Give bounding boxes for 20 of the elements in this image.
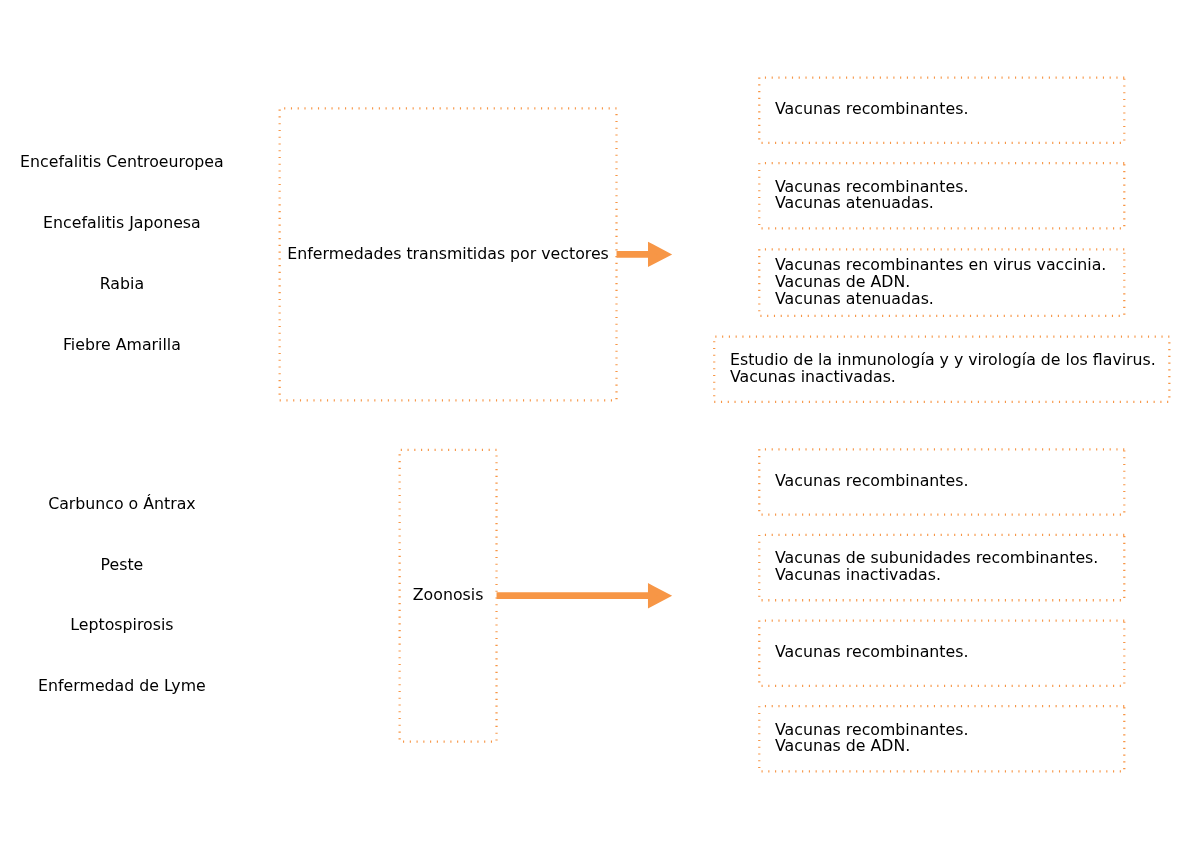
node-box: Enfermedades transmitidas por vectores xyxy=(278,107,618,402)
arrow xyxy=(496,583,673,609)
label: Peste xyxy=(100,554,144,574)
node-box: Vacunas recombinantes. xyxy=(758,619,1126,687)
node-box: Estudio de la inmunología y y virología de los flavirus. Vacunas inactivadas. xyxy=(713,335,1171,404)
label: Enfermedad de Lyme xyxy=(38,676,206,696)
node-box: Vacunas recombinantes. xyxy=(758,76,1126,144)
label: Encefalitis Japonesa xyxy=(43,213,201,233)
node-box: Zoonosis xyxy=(398,448,498,743)
label: Leptospirosis xyxy=(70,615,174,635)
label: Carbunco o Ántrax xyxy=(48,493,196,513)
label: Rabia xyxy=(99,273,145,293)
node-box: Vacunas de subunidades recombinantes. Vacunas inactivadas. xyxy=(758,533,1126,602)
node-box: Vacunas recombinantes en virus vaccinia. Vacunas de ADN. Vacunas atenuadas. xyxy=(758,248,1126,317)
label: Fiebre Amarilla xyxy=(62,334,181,354)
label: Encefalitis Centroeuropea xyxy=(20,152,224,172)
arrow xyxy=(616,241,673,268)
node-box: Vacunas recombinantes. xyxy=(758,448,1126,516)
node-box: Vacunas recombinantes. Vacunas atenuadas. xyxy=(758,162,1126,230)
node-box: Vacunas recombinantes. Vacunas de ADN. xyxy=(758,705,1126,773)
